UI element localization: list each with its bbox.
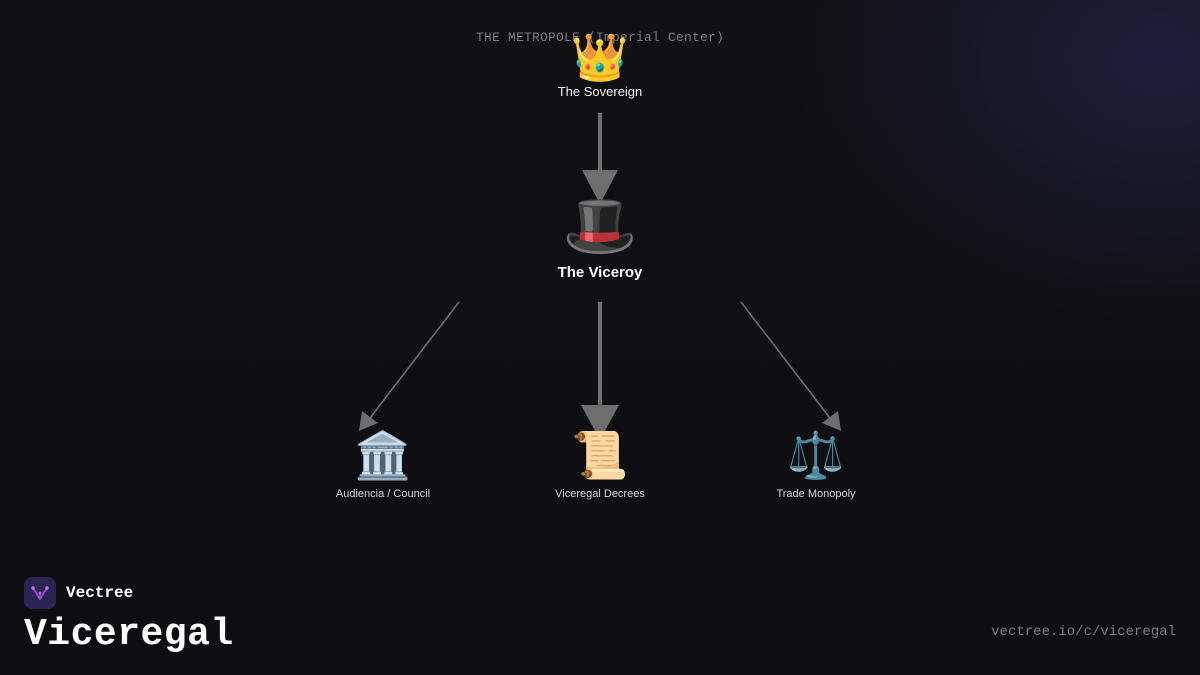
node-label-audiencia: Audiencia / Council bbox=[335, 488, 431, 500]
node-audiencia: 🏛️ Audiencia / Council bbox=[303, 432, 463, 500]
node-decrees: 📜 Viceregal Decrees bbox=[520, 432, 680, 500]
top-hat-icon: 🎩 bbox=[562, 192, 638, 259]
classical-building-icon: 🏛️ bbox=[354, 429, 412, 481]
node-label-decrees: Viceregal Decrees bbox=[555, 488, 645, 500]
source-url[interactable]: vectree.io/c/viceregal bbox=[991, 624, 1176, 640]
arrowhead-sovereign-viceroy bbox=[582, 170, 618, 204]
vectree-logo-icon[interactable] bbox=[24, 577, 56, 609]
node-trade: ⚖️ Trade Monopoly bbox=[736, 432, 896, 500]
brand-block: Vectree Viceregal bbox=[24, 577, 234, 656]
scroll-icon: 📜 bbox=[571, 429, 629, 481]
balance-scale-icon: ⚖️ bbox=[787, 429, 845, 481]
vectree-logo-mark bbox=[31, 586, 49, 600]
crown-icon: 👑 bbox=[571, 31, 629, 83]
node-label-viceroy: The Viceroy bbox=[557, 264, 643, 281]
brand-name: Vectree bbox=[66, 584, 134, 602]
edge-viceroy-audiencia bbox=[369, 301, 460, 419]
edge-viceroy-trade bbox=[740, 301, 831, 419]
arrowhead-viceroy-decrees bbox=[581, 405, 619, 440]
brand-row: Vectree bbox=[24, 577, 234, 609]
node-label-sovereign: The Sovereign bbox=[557, 84, 643, 99]
node-label-trade: Trade Monopoly bbox=[776, 488, 856, 500]
region-label: THE METROPOLE (Imperial Center) bbox=[475, 30, 725, 45]
page-title: Viceregal bbox=[24, 613, 234, 656]
arrowhead-viceroy-audiencia bbox=[359, 411, 378, 431]
node-sovereign: 👑 The Sovereign bbox=[500, 34, 700, 99]
node-viceroy: 🎩 The Viceroy bbox=[480, 192, 720, 282]
arrowhead-viceroy-trade bbox=[822, 411, 841, 431]
